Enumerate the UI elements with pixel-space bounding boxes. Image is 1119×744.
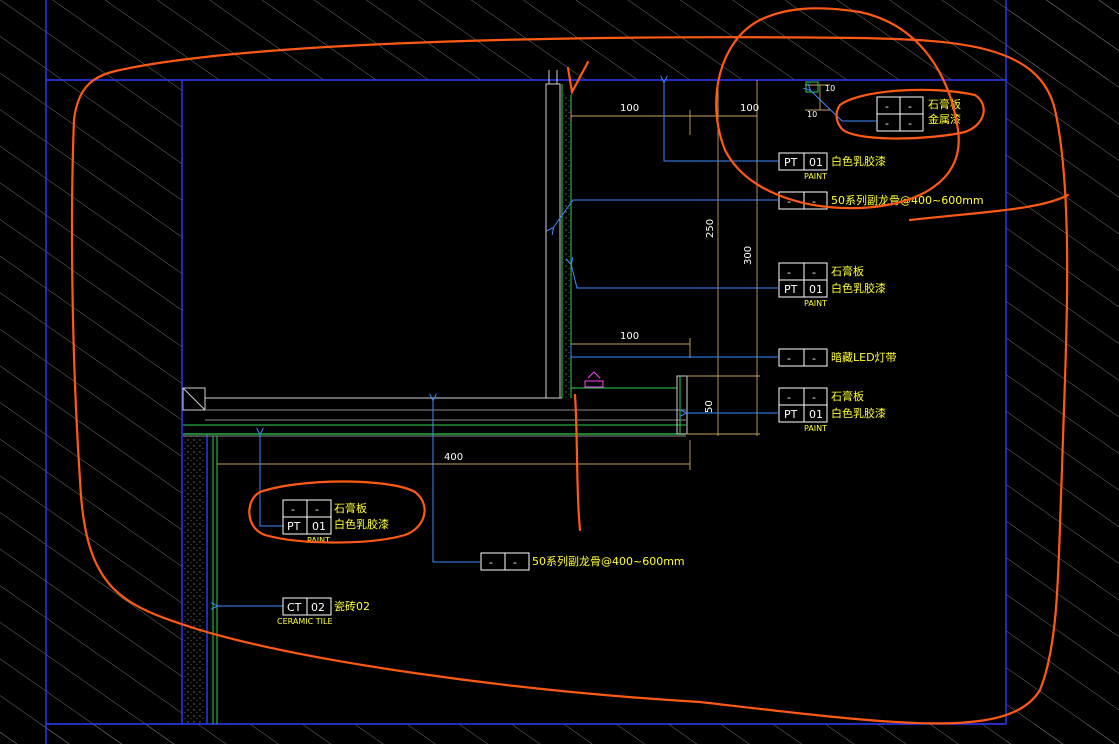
- tag-gypsum-mid[interactable]: - - 石膏板 PT 01 白色乳胶漆 PAINT: [778, 262, 886, 308]
- tag-metal-paint[interactable]: - - - - 石膏板 金属漆: [876, 96, 961, 132]
- tag-metal-cell-d: -: [908, 117, 912, 130]
- tag-metal-cell-b: -: [908, 100, 912, 113]
- ceiling-section: [182, 70, 688, 437]
- dimension-lines: [217, 80, 830, 470]
- markup-stroke-tail: [908, 193, 1070, 222]
- tag-ceramic-tile[interactable]: CT 02 瓷砖02 CERAMIC TILE: [277, 597, 370, 626]
- dim-10-v: 10: [807, 110, 817, 119]
- tag-gypsum-low-code: PT: [784, 408, 798, 421]
- dim-10-h: 10: [825, 84, 835, 93]
- tag-metal-cell-a: -: [885, 100, 889, 113]
- markup-gypsum-left-circle: [248, 480, 426, 544]
- tag-metal-line2: 金属漆: [928, 112, 961, 126]
- dim-100-mid: 100: [620, 331, 639, 342]
- tag-gypsum-mid-a: -: [787, 266, 791, 279]
- tag-led-a: -: [787, 352, 791, 365]
- tag-metal-line1: 石膏板: [928, 97, 961, 111]
- tag-gypsum-low-sub: PAINT: [804, 424, 827, 433]
- dimension-labels: 100 100 10 10 250 300 100 50 400: [444, 84, 835, 463]
- markup-stroke-top: [566, 60, 590, 96]
- tag-paint-top-code: PT: [784, 156, 798, 169]
- tag-gypsum-left-num: 01: [312, 520, 326, 533]
- tag-keel-top-b: -: [812, 195, 816, 208]
- tag-keel-bottom-note: 50系列副龙骨@400~600mm: [532, 554, 685, 568]
- tag-gypsum-mid-b: -: [812, 266, 816, 279]
- tag-gypsum-left-a: -: [291, 503, 295, 516]
- markup-large-loop: [70, 36, 1069, 725]
- markup-stroke-vertical: [573, 393, 582, 532]
- tag-gypsum-left-note: 白色乳胶漆: [334, 517, 389, 531]
- tag-gypsum-mid-code: PT: [784, 283, 798, 296]
- tag-gypsum-left-sub: PAINT: [307, 536, 330, 545]
- tag-gypsum-left-line1: 石膏板: [334, 501, 367, 515]
- tag-ceramic-code: CT: [287, 601, 302, 614]
- tag-led-b: -: [812, 352, 816, 365]
- tag-paint-top[interactable]: PT 01 白色乳胶漆 PAINT: [778, 152, 886, 181]
- tag-ceramic-num: 02: [311, 601, 325, 614]
- tag-gypsum-low-b: -: [812, 391, 816, 404]
- tag-paint-top-sub: PAINT: [804, 172, 827, 181]
- orange-markup: [70, 7, 1070, 725]
- tag-ceramic-note: 瓷砖02: [334, 599, 370, 613]
- markup-top-right-circle: [715, 7, 960, 210]
- ceramic-tile-wall: [183, 436, 218, 724]
- tag-gypsum-low-line1: 石膏板: [831, 389, 864, 403]
- tag-paint-top-note: 白色乳胶漆: [831, 154, 886, 168]
- leader-lines: [217, 82, 876, 606]
- tag-keel-top-a: -: [787, 195, 791, 208]
- tag-gypsum-left-b: -: [315, 503, 319, 516]
- tag-keel-bottom[interactable]: - - 50系列副龙骨@400~600mm: [480, 552, 685, 571]
- tag-keel-bottom-a: -: [489, 556, 493, 569]
- dim-100-top-left: 100: [620, 103, 639, 114]
- tag-ceramic-sub: CERAMIC TILE: [277, 617, 333, 626]
- tag-gypsum-mid-line1: 石膏板: [831, 264, 864, 278]
- tag-gypsum-low[interactable]: - - 石膏板 PT 01 白色乳胶漆 PAINT: [778, 387, 886, 433]
- markup-metal-tag-circle: [835, 88, 985, 140]
- tag-gypsum-mid-sub: PAINT: [804, 299, 827, 308]
- dim-100-top-right: 100: [740, 103, 759, 114]
- drawing-frame: [45, 0, 1007, 744]
- tag-gypsum-left[interactable]: - - 石膏板 PT 01 白色乳胶漆 PAINT: [282, 499, 389, 545]
- tag-keel-bottom-b: -: [513, 556, 517, 569]
- tag-led-note: 暗藏LED灯带: [831, 350, 897, 364]
- tag-gypsum-mid-num: 01: [809, 283, 823, 296]
- dim-50: 50: [704, 400, 715, 413]
- tag-metal-cell-c: -: [885, 117, 889, 130]
- tag-gypsum-left-code: PT: [287, 520, 301, 533]
- dim-300: 300: [743, 246, 754, 265]
- tag-paint-top-num: 01: [809, 156, 823, 169]
- dim-400: 400: [444, 452, 463, 463]
- tag-gypsum-low-a: -: [787, 391, 791, 404]
- tag-gypsum-mid-note: 白色乳胶漆: [831, 281, 886, 295]
- dim-250: 250: [705, 219, 716, 238]
- tag-gypsum-low-num: 01: [809, 408, 823, 421]
- tag-led-strip[interactable]: - - 暗藏LED灯带: [778, 348, 897, 367]
- tag-gypsum-low-note: 白色乳胶漆: [831, 406, 886, 420]
- metal-edge-detail: [805, 81, 819, 93]
